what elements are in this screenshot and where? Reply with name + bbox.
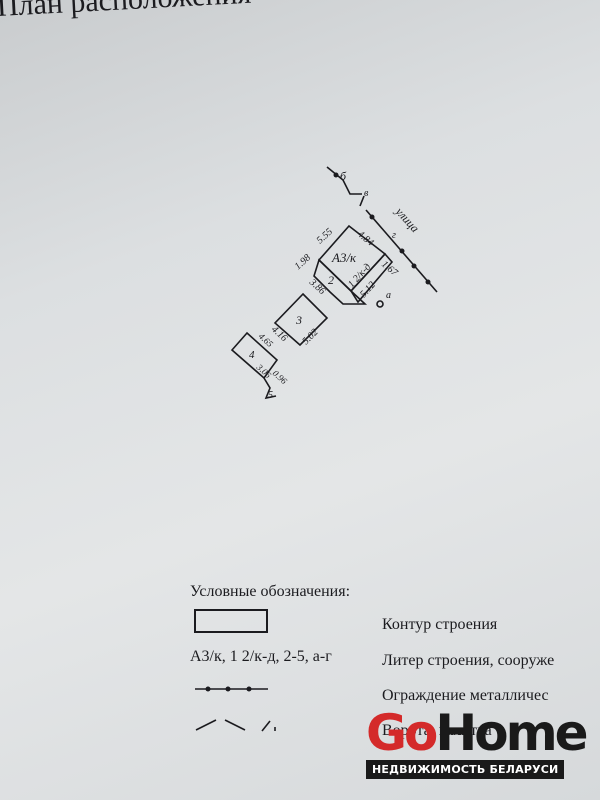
marker-a: а [386, 290, 391, 301]
legend-fence-symbol [195, 686, 268, 692]
dim: 1.98 [293, 252, 313, 272]
dim: 0.96 [271, 368, 290, 386]
brand-tagline: НЕДВИЖИМОСТЬ БЕЛАРУСИ [366, 760, 565, 779]
brand-go: Go [366, 704, 438, 762]
marker-b: б [340, 169, 347, 183]
building-5 [263, 377, 277, 400]
fence-post [411, 263, 417, 269]
marker-a-circle [376, 300, 384, 308]
legend-contour-symbol [194, 609, 268, 633]
dim: 4.84 [355, 229, 375, 249]
legend-desc-liter: Литер строения, сооруже [382, 652, 555, 669]
building-label-3: 3 [295, 313, 302, 327]
legend-symbol-liter: А3/к, 1 2/к-д, 2-5, а-г [190, 648, 332, 665]
building-label-4: 4 [249, 349, 255, 361]
building-1-2kd [349, 252, 394, 304]
marker-g: г [392, 230, 396, 241]
fence-post [369, 214, 375, 220]
gohome-watermark: GoHome НЕДВИЖИМОСТЬ БЕЛАРУСИ [366, 708, 589, 779]
fence-post [399, 248, 405, 254]
dim: 5.02 [300, 327, 320, 347]
dim: 5.55 [315, 226, 335, 246]
brand-home: Home [435, 704, 588, 762]
legend-desc-fence: Ограждение металличес [382, 687, 549, 704]
fence-post [333, 172, 339, 178]
marker-v: в [364, 188, 369, 199]
legend-gate-symbol [195, 719, 276, 732]
building-label-a3k: А3/к [331, 250, 357, 265]
dim: 1.67 [379, 259, 400, 279]
building-3 [273, 292, 329, 347]
fence-post [425, 279, 431, 285]
legend-desc-contour: Контур строения [382, 616, 498, 633]
building-label-2: 2 [328, 273, 334, 287]
street-label: улица [392, 204, 422, 235]
dim: 3.86 [306, 276, 327, 297]
gate-symbol [359, 195, 365, 207]
legend-desc-gate: Ворота, калитка [382, 722, 492, 739]
dim: 3.06 [254, 361, 274, 380]
building-label-5: 5 [268, 390, 273, 401]
legend-title: Условные обозначения: [190, 583, 351, 600]
